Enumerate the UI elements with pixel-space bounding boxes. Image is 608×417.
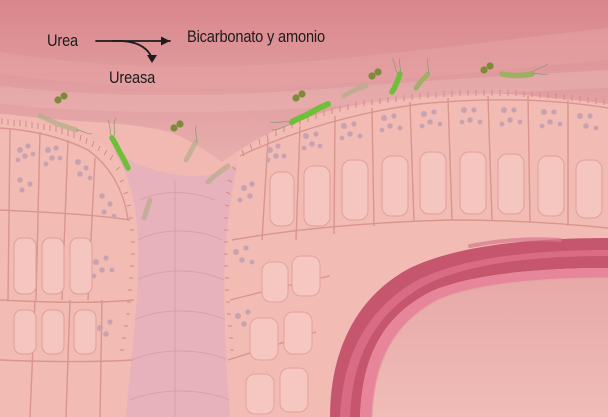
substrate-label: Urea <box>47 31 78 51</box>
bacterium-icon <box>502 74 532 76</box>
products-label: Bicarbonato y amonio <box>187 27 325 47</box>
enzyme-label: Ureasa <box>109 68 155 88</box>
